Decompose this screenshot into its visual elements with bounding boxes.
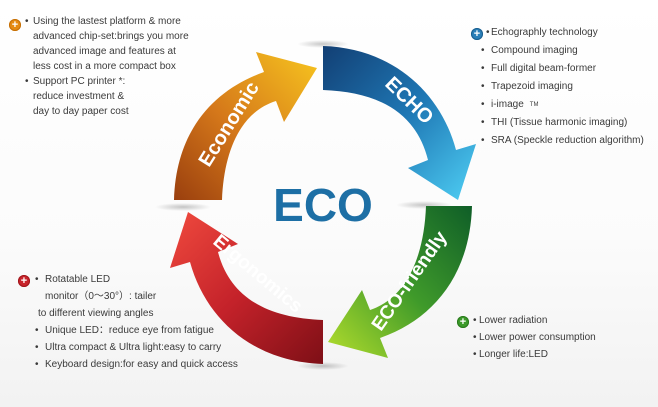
echo-title: Echographly technology bbox=[471, 24, 656, 42]
list-item: Rotatable LED bbox=[18, 271, 278, 288]
list-item: to different viewing angles bbox=[38, 308, 154, 319]
list-item: Ultra compact & Ultra light:easy to carr… bbox=[18, 339, 278, 356]
panel-echo: + Echographly technology Compound imagin… bbox=[471, 24, 656, 150]
list-item: less cost in a more compact box bbox=[33, 61, 176, 72]
list-item: Support PC printer *: bbox=[25, 74, 229, 89]
center-label: ECO bbox=[273, 179, 373, 231]
seam-shadow-top bbox=[297, 40, 349, 48]
list-item: advanced image and features at bbox=[33, 46, 176, 57]
plus-icon: + bbox=[9, 19, 21, 31]
list-item: THI (Tissue harmonic imaging) bbox=[471, 114, 656, 132]
arrow-economic bbox=[174, 52, 317, 200]
list-item: Longer life:LED bbox=[457, 346, 657, 363]
list-item: SRA (Speckle reduction algorithm) bbox=[471, 132, 656, 150]
arrow-eco-friendly bbox=[328, 206, 472, 358]
seam-shadow-bottom bbox=[297, 362, 349, 370]
list-item: Keyboard design:for easy and quick acces… bbox=[18, 356, 278, 373]
ergonomics-list: Rotatable LED monitor（0～30°）: tailer to … bbox=[18, 271, 278, 373]
trademark-mark: TM bbox=[529, 102, 539, 108]
list-item: Full digital beam-former bbox=[471, 60, 656, 78]
panel-eco-friendly: + Lower radiation Lower power consumptio… bbox=[457, 312, 657, 363]
seam-shadow-left bbox=[155, 203, 211, 211]
eco-friendly-list: Lower radiation Lower power consumption … bbox=[457, 312, 657, 363]
list-item-i-image: i-image TM bbox=[471, 96, 656, 114]
list-item: Unique LED：reduce eye from fatigue bbox=[18, 322, 278, 339]
list-item: day to day paper cost bbox=[33, 106, 129, 117]
list-item-text: i-image bbox=[491, 99, 524, 110]
arrow-echo bbox=[323, 46, 476, 200]
economic-list: Using the lastest platform & more advanc… bbox=[25, 14, 229, 119]
list-item: advanced chip-set:brings you more bbox=[33, 31, 189, 42]
echo-list: Echographly technology Compound imaging … bbox=[471, 24, 656, 150]
list-item: reduce investment & bbox=[33, 91, 125, 102]
list-item: monitor（0～30°）: tailer bbox=[45, 291, 157, 302]
list-item: Lower power consumption bbox=[457, 329, 657, 346]
arrow-ergonomics bbox=[170, 212, 323, 364]
list-item: Lower radiation bbox=[457, 312, 657, 329]
panel-ergonomics: + Rotatable LED monitor（0～30°）: tailer t… bbox=[18, 271, 278, 373]
panel-economic: + Using the lastest platform & more adva… bbox=[9, 14, 229, 119]
list-item: Trapezoid imaging bbox=[471, 78, 656, 96]
list-item: Using the lastest platform & more bbox=[25, 14, 229, 29]
list-item: Compound imaging bbox=[471, 42, 656, 60]
